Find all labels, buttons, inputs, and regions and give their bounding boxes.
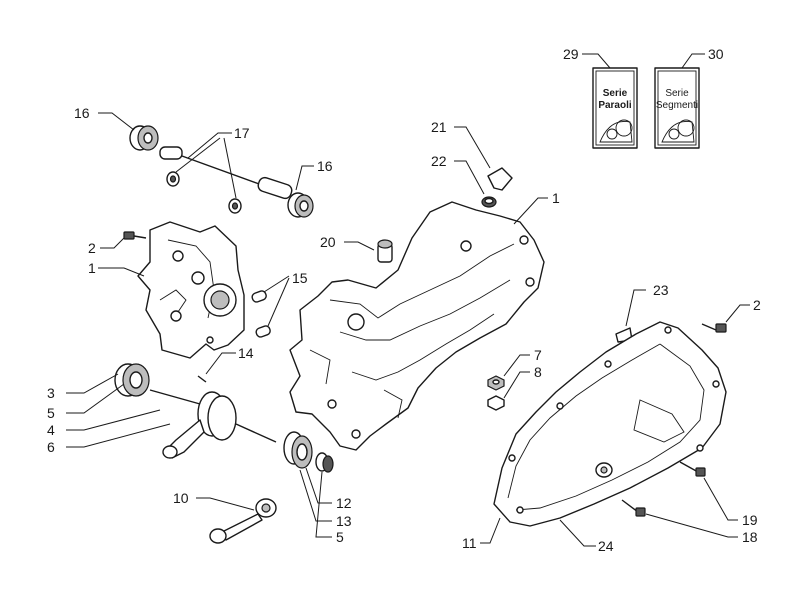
crankshaft	[149, 389, 277, 459]
label-13: 13	[336, 513, 352, 529]
label-2-right: 2	[753, 297, 761, 313]
label-6: 6	[47, 439, 55, 455]
shaft-part	[159, 146, 314, 218]
label-14: 14	[238, 345, 254, 361]
label-15: 15	[292, 270, 308, 286]
right-crankcase	[289, 201, 545, 451]
dowel-pins	[251, 290, 271, 338]
label-3: 3	[47, 385, 55, 401]
label-12: 12	[336, 495, 352, 511]
label-22: 22	[431, 153, 447, 169]
left-crankcase	[137, 221, 245, 359]
label-21: 21	[431, 119, 447, 135]
label-7: 7	[534, 347, 542, 363]
card-segmenti-line2: Segmenti	[656, 100, 698, 111]
crank-bearing-right	[283, 431, 334, 473]
crank-bearing-left	[114, 363, 150, 397]
label-11: 11	[462, 535, 477, 551]
label-5-left: 5	[47, 405, 55, 421]
card-paraoli: Serie Paraoli	[592, 67, 638, 149]
label-16-right: 16	[317, 158, 333, 174]
label-2-left: 2	[88, 240, 96, 256]
small-pin	[197, 375, 207, 383]
connecting-rod	[209, 498, 277, 544]
leader-lines	[66, 53, 750, 547]
card-paraoli-line1: Serie	[603, 88, 628, 99]
label-5-right: 5	[336, 529, 344, 545]
bushing-part	[377, 239, 393, 263]
cover-screws	[621, 461, 706, 517]
card-paraoli-line2: Paraoli	[598, 100, 632, 111]
label-30: 30	[708, 46, 724, 62]
screw-part-right	[701, 323, 727, 333]
label-10: 10	[173, 490, 189, 506]
card-segmenti-line1: Serie	[665, 88, 689, 99]
nut-and-bolt	[487, 375, 505, 411]
label-16-left: 16	[74, 105, 90, 121]
card-segmenti: Serie Segmenti	[654, 67, 700, 149]
label-17: 17	[234, 125, 250, 141]
label-19: 19	[742, 512, 758, 528]
label-18: 18	[742, 529, 758, 545]
label-1-left: 1	[88, 260, 96, 276]
label-29: 29	[563, 46, 579, 62]
bearing-part	[129, 125, 159, 151]
label-20: 20	[320, 234, 336, 250]
part-labels: 29 30 16 17 16 21 22 1 20 2 1 15 23 2 14…	[47, 46, 761, 554]
transmission-cover	[493, 321, 727, 527]
label-23: 23	[653, 282, 669, 298]
label-8: 8	[534, 364, 542, 380]
label-4: 4	[47, 422, 55, 438]
label-1-right: 1	[552, 190, 560, 206]
label-24: 24	[598, 538, 614, 554]
cap-part	[481, 167, 513, 208]
screw-part	[123, 231, 147, 240]
